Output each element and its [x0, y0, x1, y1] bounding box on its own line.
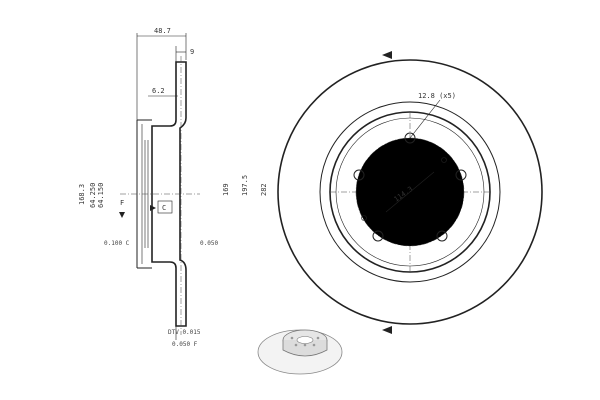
hole-leader-line: [409, 99, 441, 139]
thumbnail-hat-side: [282, 340, 328, 357]
section-view: 48.7 9 6.2 168.3 64.250 64.150 F C 169 1…: [78, 27, 268, 348]
bolt-hole: [404, 132, 416, 144]
friction-inner-circle: [319, 101, 501, 283]
bolt-hole: [372, 230, 384, 242]
datum-c-box: [157, 200, 173, 214]
bolt-hole: [436, 230, 448, 242]
hole-label: 12.8 (x5): [418, 92, 456, 100]
section-arrow-bottom: [382, 326, 392, 334]
locating-holes: [361, 157, 447, 221]
front-view: 12.8 (x5) 114.3: [277, 51, 543, 334]
flange-dimension-label: 9: [190, 48, 194, 56]
hub-max-label: 64.250: [89, 183, 97, 208]
bore-dimension-label: 168.3: [78, 184, 86, 205]
dtv-label: DTV 0.015: [168, 329, 201, 336]
datum-c-arrow: [150, 205, 156, 211]
outer-diameter-label: 282: [260, 183, 268, 196]
bolt-hole: [353, 169, 365, 181]
locating-hole: [441, 157, 447, 163]
width-dimension-label: 48.7: [154, 27, 171, 35]
flatness-label: 0.050 F: [172, 341, 198, 348]
pcd-dimension-line: [385, 171, 435, 213]
friction-diameter-label: 197.5: [241, 175, 249, 196]
thumbnail-bore: [296, 336, 314, 344]
runout-right-label: 0.050: [200, 240, 218, 247]
thumbnail-bolt-hole: [316, 336, 320, 340]
section-arrow-top: [382, 51, 392, 59]
thumbnail-bolt-hole: [303, 343, 307, 347]
locating-hole: [361, 215, 367, 221]
hat-dimension-label: 6.2: [152, 87, 165, 95]
datum-c-label: C: [162, 204, 166, 212]
datum-f-arrow: [119, 212, 125, 218]
thumbnail-bolt-hole: [294, 343, 298, 347]
bolt-hole: [455, 169, 467, 181]
runout-left-label: 0.100 C: [104, 240, 130, 247]
hub-min-label: 64.150: [97, 183, 105, 208]
inner-diameter-label: 169: [222, 183, 230, 196]
disc-3d-thumbnail: [257, 329, 343, 375]
datum-f-label: F: [120, 199, 124, 207]
disc-outer-circle: [277, 59, 543, 325]
thumbnail-bolt-hole: [312, 343, 316, 347]
thumbnail-bolt-hole: [290, 336, 294, 340]
bolt-holes: [353, 132, 467, 242]
